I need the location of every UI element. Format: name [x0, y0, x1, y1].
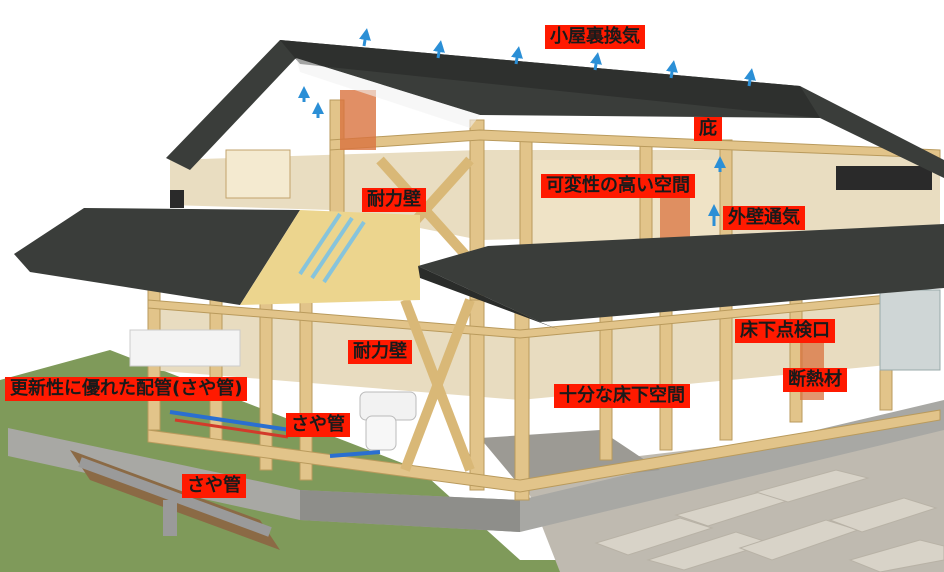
- bathtub: [129, 329, 241, 367]
- label-flexible-space: 可変性の高い空間: [541, 174, 695, 198]
- label-renewable-piping: 更新性に優れた配管(さや管): [5, 377, 248, 401]
- upper-window: [836, 166, 932, 190]
- attic-slope-insulation: [240, 210, 420, 305]
- label-underfloor-hatch: 床下点検口: [735, 319, 835, 343]
- label-attic-ventilation: 小屋裏換気: [545, 25, 645, 49]
- attic-slope-vent-arrows: [298, 212, 366, 284]
- label-exterior-wall-ventilation: 外壁通気: [723, 206, 805, 230]
- attic-ventilation-arrows: [298, 28, 756, 226]
- foundation-front: [300, 490, 520, 532]
- gable-fascia: [296, 58, 480, 128]
- label-eaves: 庇: [694, 117, 722, 141]
- main-roof-top: [280, 40, 820, 118]
- floor-piping-red: [174, 418, 289, 439]
- label-ample-underfloor-space: 十分な床下空間: [554, 384, 690, 408]
- exterior-wall-insulation-upper: [340, 90, 376, 150]
- label-bearing-wall-upper: 耐力壁: [362, 188, 426, 212]
- label-insulation: 断熱材: [783, 368, 847, 392]
- gable-lattice: [225, 149, 291, 199]
- front-lower-roof: [418, 224, 944, 322]
- small-window: [170, 190, 184, 208]
- sheath-pipe-riser: [163, 500, 177, 536]
- lower-left-roof: [14, 208, 300, 305]
- ground-window: [879, 289, 941, 371]
- ground-floor-braces: [400, 298, 475, 472]
- main-roof: [166, 40, 944, 178]
- foundation: [8, 400, 944, 532]
- sheath-pipe-underground: [78, 457, 272, 537]
- label-sheath-pipe-exterior: さや管: [182, 474, 246, 498]
- stepping-stones: [594, 469, 944, 572]
- label-bearing-wall-lower: 耐力壁: [348, 340, 412, 364]
- label-sheath-pipe-interior: さや管: [286, 413, 350, 437]
- floor-piping: [169, 410, 381, 458]
- toilet: [359, 391, 417, 451]
